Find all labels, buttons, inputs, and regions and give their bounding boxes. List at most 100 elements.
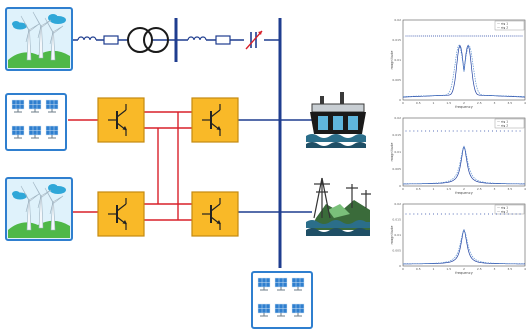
x-tick-label: 1.5 bbox=[446, 267, 451, 271]
marker-point bbox=[490, 35, 492, 37]
marker-point bbox=[495, 35, 497, 37]
y-tick-label: 0.015 bbox=[392, 38, 401, 42]
marker-point bbox=[446, 35, 448, 37]
solar-panel-array-icon bbox=[252, 272, 312, 328]
marker-point bbox=[478, 35, 480, 37]
marker-point bbox=[474, 35, 476, 37]
marker-point bbox=[456, 130, 458, 132]
marker-point bbox=[456, 213, 458, 215]
marker-point bbox=[515, 130, 517, 132]
y-tick-label: 0.015 bbox=[392, 218, 401, 222]
marker-point bbox=[415, 35, 417, 37]
marker-point bbox=[472, 35, 474, 37]
legend-entry: — sig 2 bbox=[497, 123, 508, 127]
marker-point bbox=[409, 130, 411, 132]
x-tick-label: 4 bbox=[524, 187, 526, 191]
x-tick-label: 2.5 bbox=[477, 187, 482, 191]
marker-point bbox=[488, 35, 490, 37]
marker-point bbox=[413, 213, 415, 215]
marker-point bbox=[484, 213, 486, 215]
converter-3 bbox=[97, 191, 145, 237]
x-axis-label: frequency bbox=[455, 105, 473, 109]
marker-point bbox=[440, 35, 442, 37]
legend-entry: — sig 2 bbox=[497, 209, 508, 213]
y-axis-label: magnitude bbox=[390, 51, 394, 70]
marker-point bbox=[438, 35, 440, 37]
marker-point bbox=[468, 130, 470, 132]
x-tick-label: 0.5 bbox=[416, 101, 421, 105]
x-tick-label: 3.5 bbox=[507, 187, 512, 191]
marker-point bbox=[423, 35, 425, 37]
marker-point bbox=[417, 130, 419, 132]
marker-point bbox=[470, 35, 472, 37]
marker-point bbox=[460, 213, 462, 215]
inductor-icon bbox=[187, 35, 207, 45]
marker-point bbox=[497, 35, 499, 37]
transformer-icon bbox=[127, 27, 169, 53]
marker-point bbox=[464, 130, 466, 132]
x-tick-label: 1.5 bbox=[446, 101, 451, 105]
marker-point bbox=[472, 213, 474, 215]
marker-point bbox=[411, 35, 413, 37]
x-tick-label: 4 bbox=[524, 267, 526, 271]
marker-point bbox=[433, 35, 435, 37]
marker-point bbox=[460, 35, 462, 37]
y-tick-label: 0.01 bbox=[394, 233, 401, 237]
marker-point bbox=[444, 130, 446, 132]
marker-point bbox=[413, 130, 415, 132]
marker-point bbox=[503, 35, 505, 37]
x-tick-label: 1.5 bbox=[446, 187, 451, 191]
variable-capacitor-icon bbox=[244, 30, 264, 50]
marker-point bbox=[476, 35, 478, 37]
marker-point bbox=[436, 130, 438, 132]
marker-point bbox=[419, 35, 421, 37]
x-axis-label: frequency bbox=[455, 191, 473, 195]
marker-point bbox=[519, 130, 521, 132]
marker-point bbox=[476, 130, 478, 132]
x-tick-label: 4 bbox=[524, 101, 526, 105]
y-tick-label: 0.005 bbox=[392, 167, 401, 171]
y-axis-label: magnitude bbox=[390, 143, 394, 162]
marker-point bbox=[409, 35, 411, 37]
marker-point bbox=[448, 130, 450, 132]
y-tick-label: 0.01 bbox=[394, 58, 401, 62]
marker-point bbox=[505, 35, 507, 37]
marker-point bbox=[452, 35, 454, 37]
marker-point bbox=[436, 35, 438, 37]
legend-entry: — sig 1 bbox=[497, 120, 508, 124]
marker-point bbox=[458, 35, 460, 37]
marker-point bbox=[503, 130, 505, 132]
marker-point bbox=[466, 35, 468, 37]
marker-point bbox=[444, 213, 446, 215]
marker-point bbox=[433, 130, 435, 132]
x-tick-label: 1 bbox=[433, 187, 435, 191]
x-tick-label: 0 bbox=[402, 187, 404, 191]
marker-point bbox=[405, 35, 407, 37]
marker-point bbox=[405, 213, 407, 215]
legend-box bbox=[494, 204, 525, 215]
plot-frame bbox=[402, 19, 526, 101]
marker-point bbox=[472, 130, 474, 132]
solar-panel-array-icon bbox=[6, 94, 66, 150]
marker-point bbox=[429, 130, 431, 132]
marker-point bbox=[503, 213, 505, 215]
marker-point bbox=[488, 130, 490, 132]
x-tick-label: 0 bbox=[402, 101, 404, 105]
ac-links bbox=[238, 119, 312, 213]
converter-4 bbox=[191, 191, 239, 237]
marker-point bbox=[495, 130, 497, 132]
marker-point bbox=[462, 35, 464, 37]
marker-point bbox=[464, 213, 466, 215]
marker-point bbox=[492, 35, 494, 37]
marker-point bbox=[425, 35, 427, 37]
marker-point bbox=[482, 35, 484, 37]
dc-links bbox=[68, 111, 192, 221]
x-tick-label: 2 bbox=[463, 267, 465, 271]
y-tick-label: 0 bbox=[399, 184, 401, 188]
marker-point bbox=[468, 35, 470, 37]
marker-point bbox=[521, 35, 523, 37]
marker-point bbox=[421, 130, 423, 132]
